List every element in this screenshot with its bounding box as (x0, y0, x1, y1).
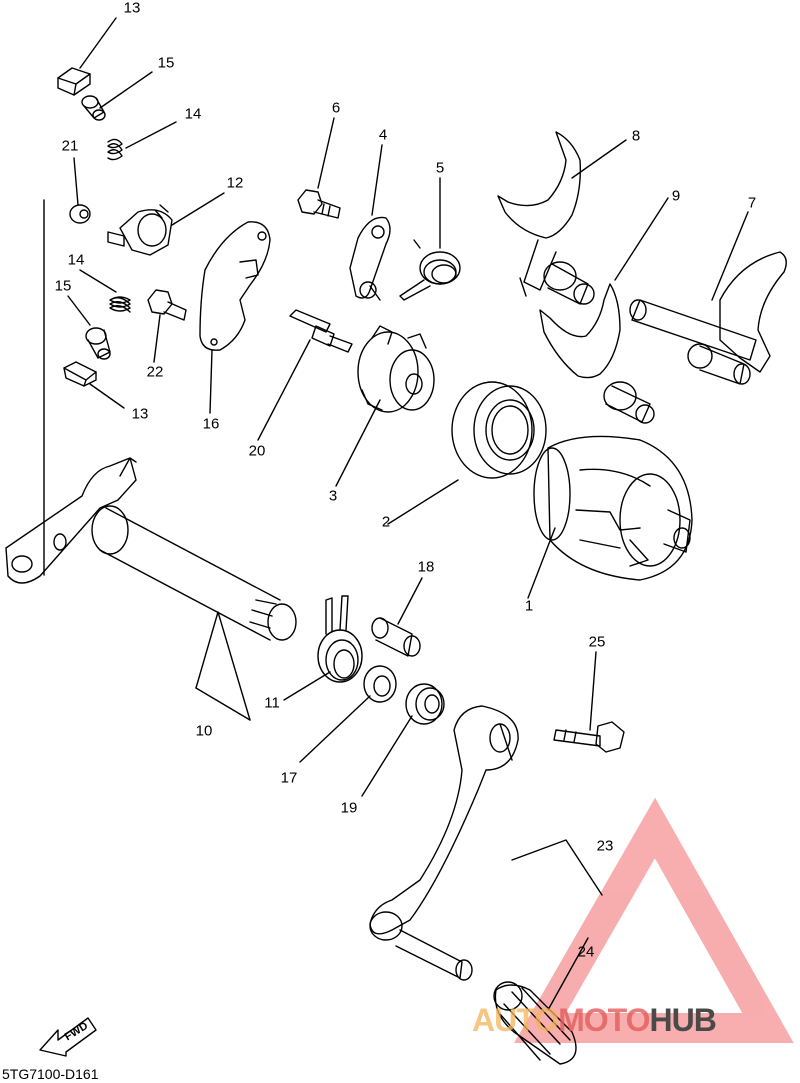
callout-24: 24 (577, 943, 595, 961)
watermark-moto: MOTO (558, 1002, 650, 1038)
callout-11: 11 (264, 694, 280, 712)
callout-17: 17 (280, 769, 298, 787)
part-18-pin (371, 617, 421, 657)
leader-lines (43, 17, 749, 1011)
part-11-spring (317, 595, 363, 683)
part-16-segment-plate (199, 221, 271, 351)
callout-23: 23 (596, 837, 614, 855)
part-6-bolt (297, 189, 341, 219)
callout-12: 12 (226, 174, 244, 192)
callout-3: 3 (328, 487, 338, 505)
callout-19: 19 (340, 799, 358, 817)
part-12-stopper-lever (107, 204, 173, 256)
callout-14-lower: 14 (67, 251, 85, 269)
watermark-text: AUTOMOTOHUB (472, 1002, 717, 1039)
callout-8: 8 (631, 127, 641, 145)
callout-7: 7 (747, 194, 757, 212)
callout-25: 25 (588, 633, 606, 651)
callout-20: 20 (248, 442, 266, 460)
callout-10: 10 (195, 722, 213, 740)
part-10-shift-shaft (5, 457, 297, 641)
callout-13-lower: 13 (131, 405, 149, 423)
part-8-shift-fork (497, 131, 595, 305)
part-25-bolt (553, 721, 625, 753)
callout-22: 22 (146, 363, 164, 381)
part-17-washer (363, 665, 397, 703)
part-5-spring (399, 239, 461, 301)
part-9-shift-fork (539, 283, 655, 424)
callout-18: 18 (417, 558, 435, 576)
part-22-bolt (147, 289, 187, 321)
callout-9: 9 (671, 187, 681, 205)
part-3-segment (357, 325, 435, 413)
watermark-triangle (514, 797, 794, 1043)
callout-2: 2 (381, 513, 391, 531)
part-14-spring-lower (109, 296, 131, 313)
callout-13: 13 (123, 0, 141, 17)
part-13-key-lower (63, 361, 97, 387)
callout-21: 21 (61, 137, 79, 155)
part-20-stud-bolt (289, 309, 353, 353)
part-7-fork-and-shaft (629, 251, 787, 385)
part-21-washer (69, 204, 91, 224)
watermark-auto: AUTO (472, 1002, 559, 1038)
part-2-bearing (451, 381, 547, 479)
part-24-pedal-rubber (493, 981, 577, 1065)
watermark-hub: HUB (649, 1002, 716, 1038)
callout-1: 1 (524, 597, 534, 615)
part-1-shift-drum (533, 435, 693, 581)
part-13-key-top (57, 67, 91, 96)
part-15-pin-lower (85, 327, 111, 360)
callout-14: 14 (184, 105, 202, 123)
callout-5: 5 (435, 159, 445, 177)
callout-4: 4 (378, 126, 388, 144)
callout-16: 16 (202, 415, 220, 433)
part-14-spring-top (107, 138, 123, 161)
part-4-shift-arm (349, 216, 391, 301)
part-23-shift-pedal (369, 705, 519, 981)
callout-15-lower: 15 (54, 277, 72, 295)
drawing-code: 5TG7100-D161 (2, 1066, 99, 1082)
callout-6: 6 (331, 99, 341, 117)
part-19-oil-seal (405, 683, 445, 725)
part-15-pin-top (81, 95, 106, 121)
callout-15: 15 (157, 54, 175, 72)
fwd-arrow-icon: FWD (39, 1017, 97, 1057)
